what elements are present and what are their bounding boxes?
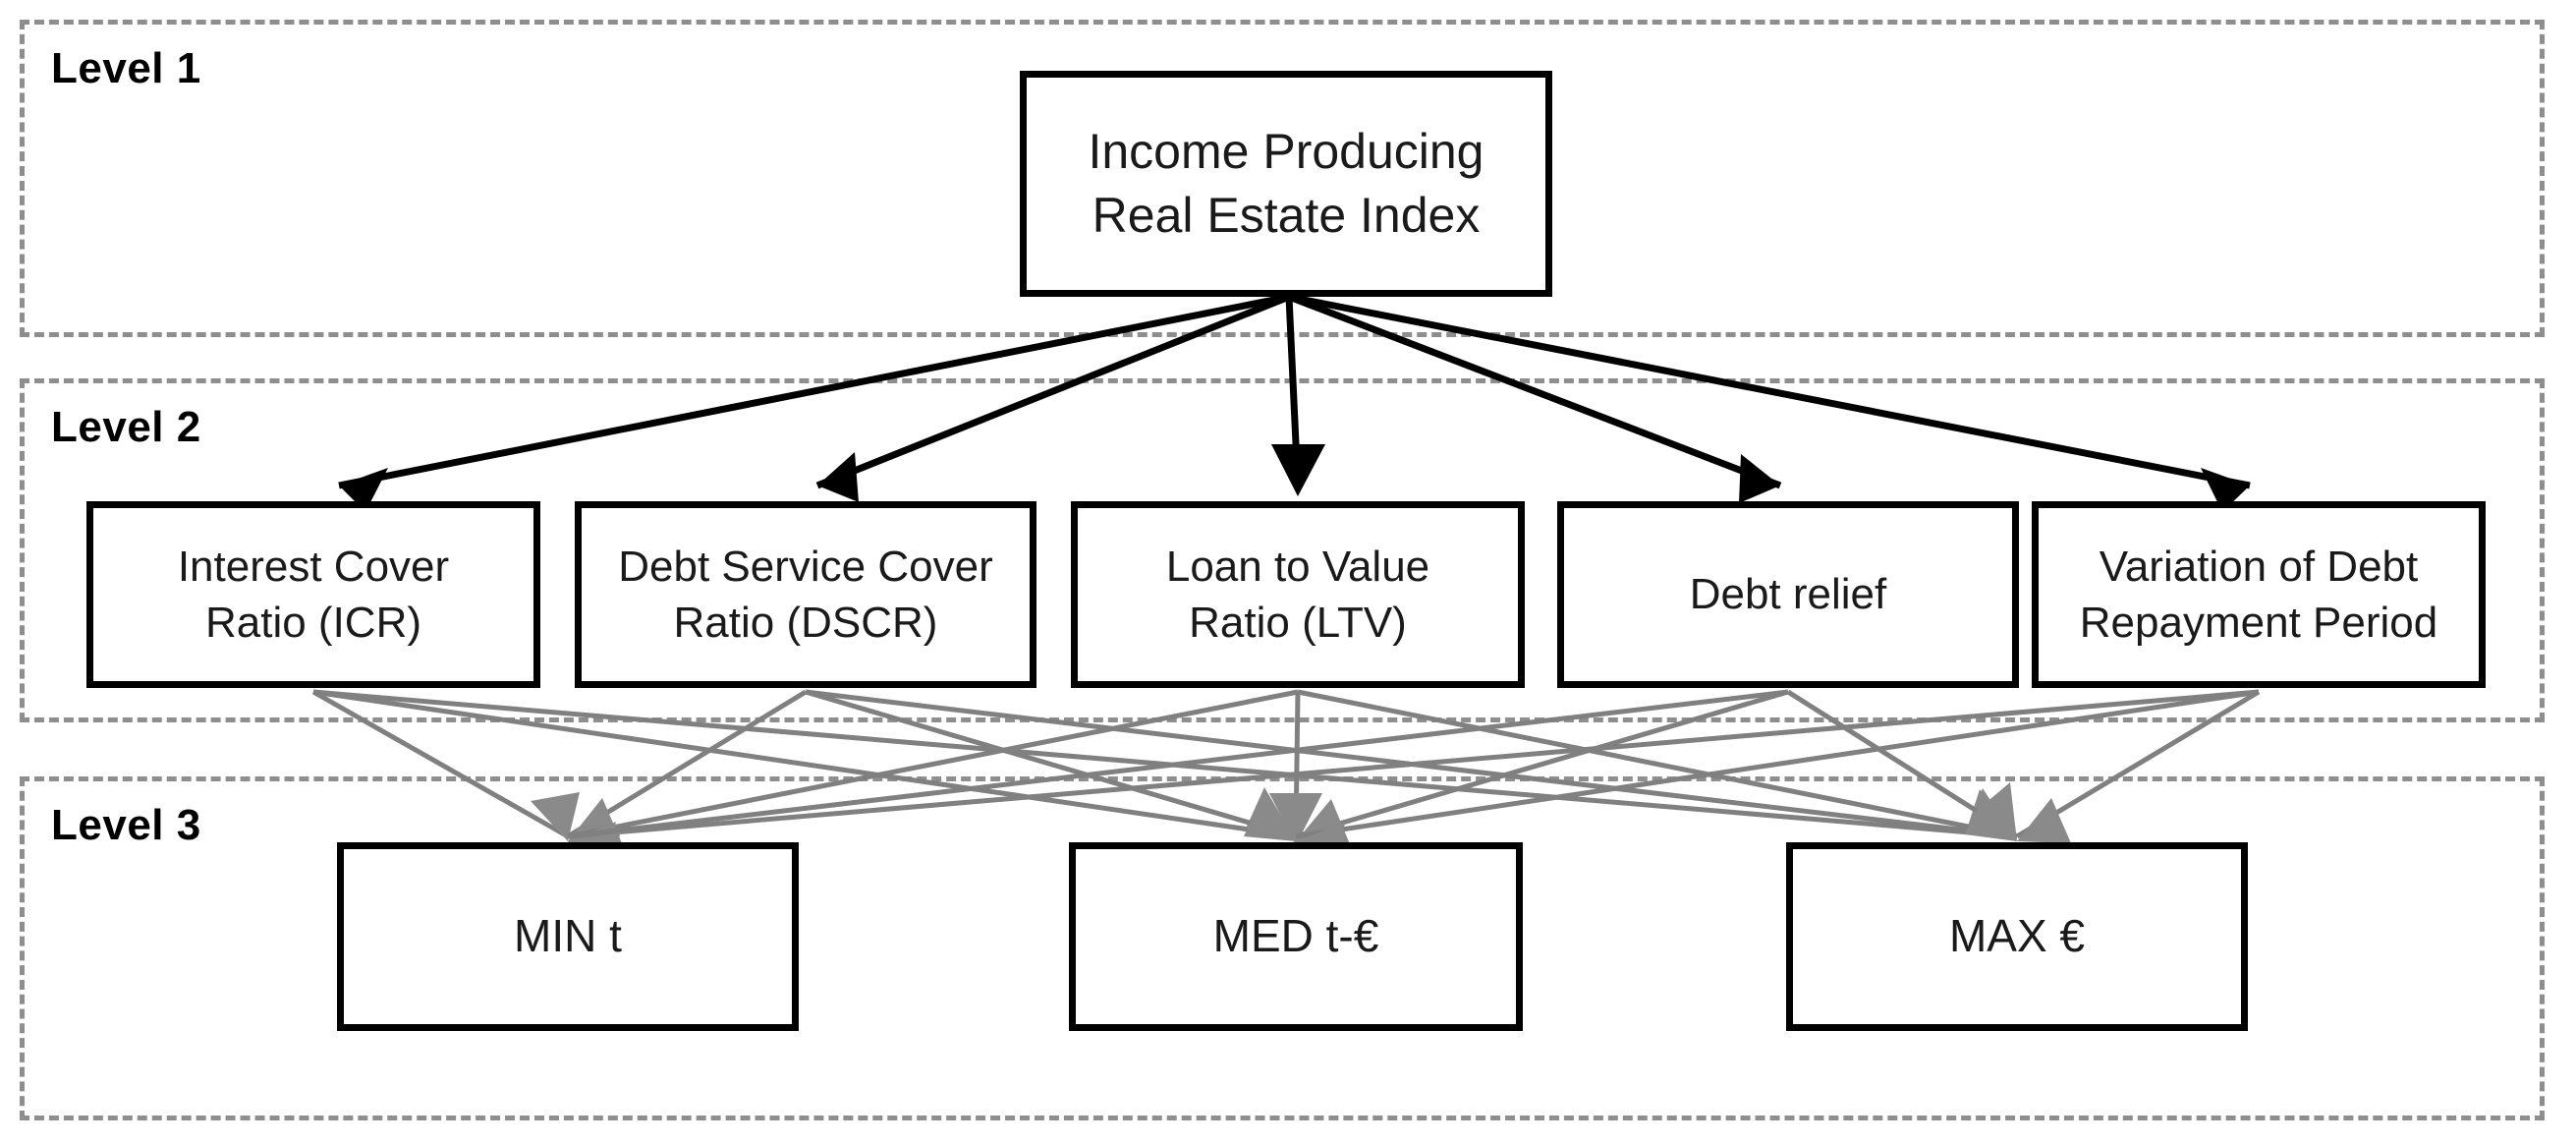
node-label: Debt relief	[1689, 570, 1887, 619]
node-label: MIN t	[514, 910, 622, 962]
node-max-euro[interactable]: MAX €	[1786, 842, 2248, 1031]
node-label: MED t-€	[1212, 910, 1379, 962]
node-interest-cover-ratio[interactable]: Interest Cover Ratio (ICR)	[86, 501, 540, 688]
node-loan-to-value-ratio[interactable]: Loan to Value Ratio (LTV)	[1071, 501, 1525, 688]
node-med-t-euro[interactable]: MED t-€	[1069, 842, 1523, 1031]
node-income-producing-real-estate-index[interactable]: Income Producing Real Estate Index	[1020, 71, 1552, 297]
node-debt-relief[interactable]: Debt relief	[1557, 501, 2019, 688]
node-label: MAX €	[1948, 910, 2086, 962]
node-variation-of-debt-repayment-period[interactable]: Variation of Debt Repayment Period	[2032, 501, 2486, 688]
level-3-label: Level 3	[51, 801, 201, 849]
node-label: Loan to Value Ratio (LTV)	[1165, 542, 1430, 647]
node-label: Debt Service Cover Ratio (DSCR)	[618, 542, 993, 647]
level-2-label: Level 2	[51, 403, 201, 451]
node-label: Interest Cover Ratio (ICR)	[177, 542, 450, 647]
node-min-t[interactable]: MIN t	[337, 842, 799, 1031]
node-label: Variation of Debt Repayment Period	[2079, 542, 2438, 647]
node-label: Income Producing Real Estate Index	[1088, 124, 1484, 243]
level-1-label: Level 1	[51, 44, 201, 92]
node-debt-service-cover-ratio[interactable]: Debt Service Cover Ratio (DSCR)	[575, 501, 1036, 688]
